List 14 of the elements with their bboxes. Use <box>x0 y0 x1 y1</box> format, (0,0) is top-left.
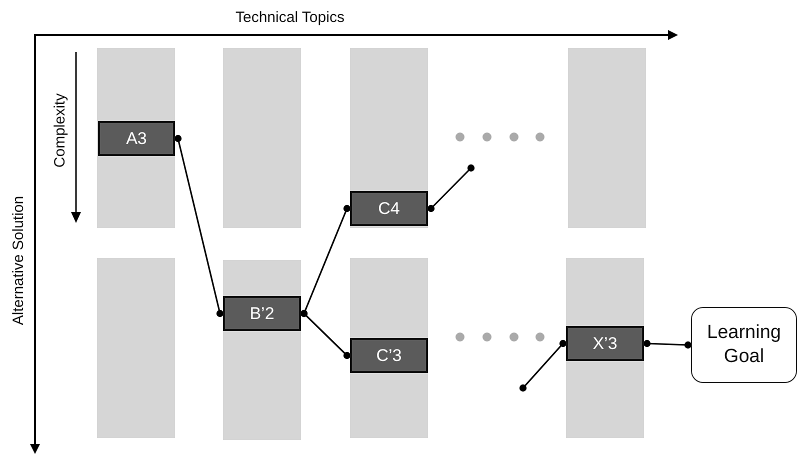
step-box: C4 <box>350 191 428 226</box>
step-box: C’3 <box>350 338 428 373</box>
connector-line <box>519 340 567 392</box>
connector-line <box>174 134 224 318</box>
connector-line <box>300 310 351 360</box>
step-box: A3 <box>98 121 175 156</box>
connector-line <box>427 164 475 212</box>
goal-box: Learning Goal <box>691 307 797 383</box>
axis-label: Technical Topics <box>236 8 344 26</box>
step-box: B’2 <box>223 296 301 331</box>
step-box: X’3 <box>566 326 644 361</box>
axis-label: Complexity <box>52 92 69 168</box>
connector-line <box>643 340 692 349</box>
axis-label: Alternative Solution <box>10 195 27 325</box>
